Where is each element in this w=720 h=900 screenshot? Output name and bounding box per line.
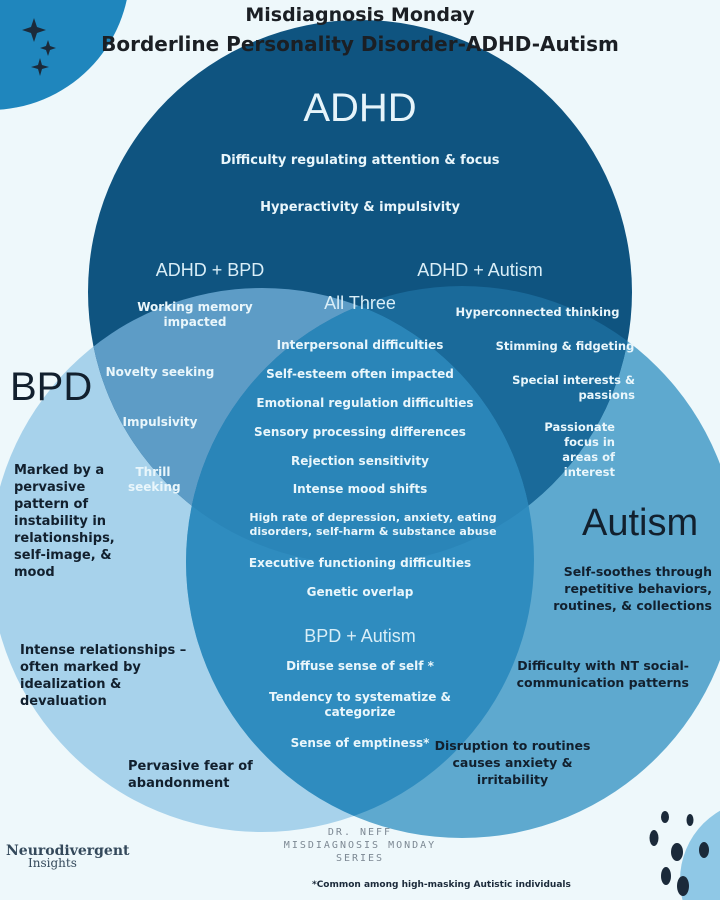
series-label: SERIES <box>335 853 385 864</box>
adhd-bpd-item: Novelty seeking <box>105 365 215 379</box>
all-three-item: Interpersonal difficulties <box>276 338 444 352</box>
bpd-autism-item: Sense of emptiness* <box>290 736 430 750</box>
header-subtitle: Misdiagnosis Monday <box>245 4 475 26</box>
all-three-item: Rejection sensitivity <box>291 454 429 468</box>
all-three-item: Sensory processing differences <box>254 425 466 439</box>
adhd-autism-label: ADHD + Autism <box>417 260 543 280</box>
brand-logo: Neurodivergent Insights <box>6 843 136 870</box>
autism-label: Autism <box>582 502 699 544</box>
all-three-item: Intense mood shifts <box>292 482 428 496</box>
autism-item: Self-soothes through repetitive behavior… <box>553 564 712 613</box>
series-author: DR. NEFF <box>327 827 393 838</box>
bpd-autism-item: Tendency to systematize & categorize <box>268 690 451 719</box>
series-credit: DR. NEFF MISDIAGNOSIS MONDAY SERIES <box>220 826 500 865</box>
all-three-item: Executive functioning difficulties <box>248 556 472 570</box>
header-title: Borderline Personality Disorder-ADHD-Aut… <box>101 32 619 56</box>
logo-line-2: Insights <box>28 856 77 870</box>
adhd-bpd-item: Thrill seeking <box>128 465 181 494</box>
adhd-autism-item: Passionate focus in areas of interest <box>544 420 615 479</box>
bpd-item: Marked by a pervasive pattern of instabi… <box>14 463 115 580</box>
adhd-autism-item: Special interests & passions <box>512 373 635 402</box>
footnote: *Common among high-masking Autistic indi… <box>312 880 571 890</box>
autism-item: Disruption to routines causes anxiety & … <box>434 738 591 787</box>
all-three-item: High rate of depression, anxiety, eating… <box>249 511 497 538</box>
adhd-bpd-label: ADHD + BPD <box>155 260 265 280</box>
paw-prints-icon <box>649 811 709 896</box>
bpd-autism-label: BPD + Autism <box>304 626 416 646</box>
bpd-item: Pervasive fear of abandonment <box>128 759 253 791</box>
all-three-label: All Three <box>324 293 396 313</box>
series-name: MISDIAGNOSIS MONDAY <box>283 840 437 851</box>
autism-item: Difficulty with NT social-communication … <box>516 658 689 690</box>
adhd-item: Hyperactivity & impulsivity <box>260 200 460 215</box>
bpd-item: Intense relationships – often marked by … <box>20 643 187 709</box>
bpd-autism-item: Diffuse sense of self * <box>286 659 434 673</box>
all-three-item: Genetic overlap <box>306 585 414 599</box>
adhd-bpd-item: Working memory impacted <box>137 300 253 329</box>
logo-line-1: Neurodivergent <box>6 843 130 859</box>
sparkle-icon <box>22 18 56 76</box>
adhd-label: ADHD <box>303 86 417 130</box>
corner-blob-bottom-right <box>680 810 720 900</box>
adhd-bpd-item: Impulsivity <box>122 415 198 429</box>
adhd-item: Difficulty regulating attention & focus <box>220 153 500 168</box>
all-three-item: Emotional regulation difficulties <box>256 396 474 410</box>
adhd-autism-item: Hyperconnected thinking <box>455 305 620 319</box>
adhd-autism-item: Stimming & fidgeting <box>495 339 635 353</box>
all-three-item: Self-esteem often impacted <box>266 367 454 381</box>
bpd-label: BPD <box>10 365 93 409</box>
